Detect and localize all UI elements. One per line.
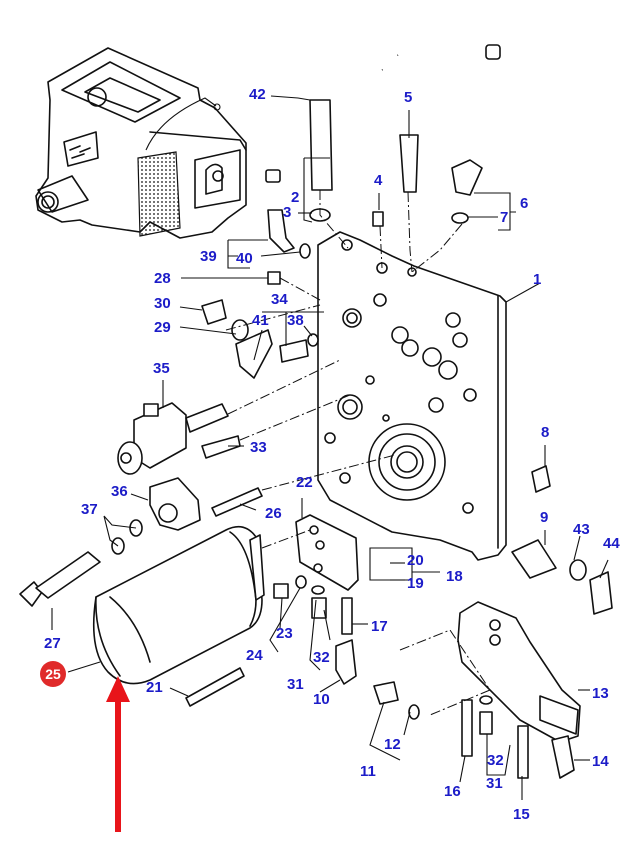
leader-lines <box>51 95 609 800</box>
callout-20: 20 <box>407 552 424 569</box>
callout-19: 19 <box>407 575 424 592</box>
clamp-43-shape <box>569 559 587 581</box>
callout-11: 11 <box>360 763 376 780</box>
callout-15: 15 <box>513 806 530 823</box>
assembly-lines <box>225 190 491 716</box>
callout-18: 18 <box>446 568 463 585</box>
callout-14: 14 <box>592 753 609 770</box>
transmission-housing <box>35 47 247 239</box>
callout-3: 3 <box>283 204 292 221</box>
callout-17: 17 <box>371 618 388 635</box>
sensor-9-shape <box>511 539 557 579</box>
highlight-arrow <box>106 676 130 832</box>
callout-35: 35 <box>153 360 170 377</box>
callout-26: 26 <box>265 505 282 522</box>
callout-10: 10 <box>313 691 330 708</box>
callout-33: 33 <box>250 439 267 456</box>
callout-7: 7 <box>500 209 509 226</box>
callout-39: 39 <box>200 248 217 265</box>
callout-29: 29 <box>154 319 171 336</box>
callout-5: 5 <box>404 89 413 106</box>
callout-27: 27 <box>44 635 61 652</box>
sleeve-8-shape <box>531 465 551 493</box>
callout-38: 38 <box>287 312 304 329</box>
pressure-switch-27 <box>19 551 101 607</box>
callout-23: 23 <box>276 625 293 642</box>
callout-8: 8 <box>541 424 550 441</box>
callout-12: 12 <box>384 736 401 753</box>
callout-21: 21 <box>146 679 163 696</box>
callout-25-highlighted[interactable]: 25 <box>40 661 66 687</box>
callout-32-left: 32 <box>313 649 330 666</box>
small-parts <box>111 99 575 779</box>
callout-41: 41 <box>252 312 269 329</box>
valve-body-1 <box>317 231 507 561</box>
callout-43: 43 <box>573 521 590 538</box>
callout-4: 4 <box>374 172 383 189</box>
callout-16: 16 <box>444 783 461 800</box>
callout-42: 42 <box>249 86 266 103</box>
callout-13: 13 <box>592 685 609 702</box>
callout-36: 36 <box>111 483 128 500</box>
callout-2: 2 <box>291 189 300 206</box>
callout-31-right: 31 <box>486 775 503 792</box>
callout-37: 37 <box>81 501 98 518</box>
callout-30: 30 <box>154 295 171 312</box>
callout-6: 6 <box>520 195 529 212</box>
valve-block-13 <box>457 601 581 743</box>
callout-32-right: 32 <box>487 752 504 769</box>
callout-34: 34 <box>271 291 288 308</box>
banjo-36 <box>149 477 201 531</box>
sleeve-44-shape <box>589 571 613 615</box>
callout-22: 22 <box>296 474 313 491</box>
pipe-42 <box>265 28 501 183</box>
callout-1: 1 <box>533 271 542 288</box>
callout-9: 9 <box>540 509 549 526</box>
callout-24: 24 <box>246 647 263 664</box>
solenoid-35 <box>117 402 229 475</box>
callout-28: 28 <box>154 270 171 287</box>
adapter-block-22 <box>295 514 359 591</box>
oil-filter-25 <box>92 525 265 685</box>
callout-44: 44 <box>603 535 620 552</box>
callout-40: 40 <box>236 250 253 267</box>
callout-31-left: 31 <box>287 676 304 693</box>
